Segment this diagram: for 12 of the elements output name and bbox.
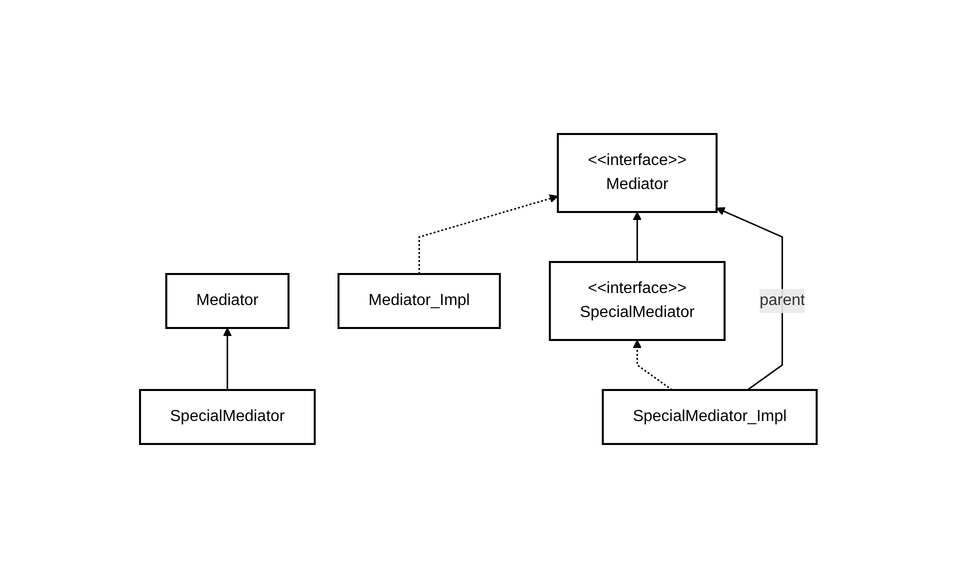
- arrow: [418, 194, 558, 274]
- node-box: Mediator: [164, 272, 290, 328]
- node-box: <<interface>> SpecialMediator: [548, 260, 726, 340]
- edge-label: parent: [759, 291, 805, 308]
- node-box: <<interface>> Mediator: [556, 132, 718, 212]
- node-box: Mediator_Impl: [337, 272, 501, 328]
- arrow: [716, 206, 783, 390]
- arrow: [632, 211, 642, 262]
- arrow: [632, 339, 672, 390]
- arrow: [222, 327, 232, 390]
- node-box: SpecialMediator: [138, 388, 316, 444]
- node-box: SpecialMediator_Impl: [601, 388, 818, 444]
